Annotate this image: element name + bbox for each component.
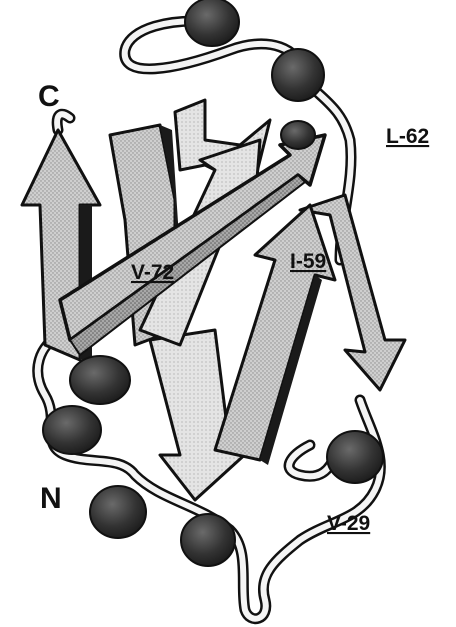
residue-sphere (43, 406, 101, 454)
n-terminus-label: N (40, 482, 62, 515)
residue-sphere (185, 0, 239, 46)
residue-sphere (181, 514, 235, 566)
residue-sphere (272, 49, 324, 101)
residue-sphere (281, 121, 315, 149)
residue-sphere (90, 486, 146, 538)
c-terminus-label: C (38, 80, 60, 113)
residue-sphere (70, 356, 130, 404)
residue-label-v72: V-72 (131, 261, 174, 284)
beta-strand-right-front (215, 205, 335, 465)
residue-label-i59: I-59 (290, 250, 326, 273)
residue-sphere (327, 431, 383, 483)
residue-label-l62: L-62 (386, 125, 429, 148)
residue-label-v29: V-29 (327, 512, 370, 535)
